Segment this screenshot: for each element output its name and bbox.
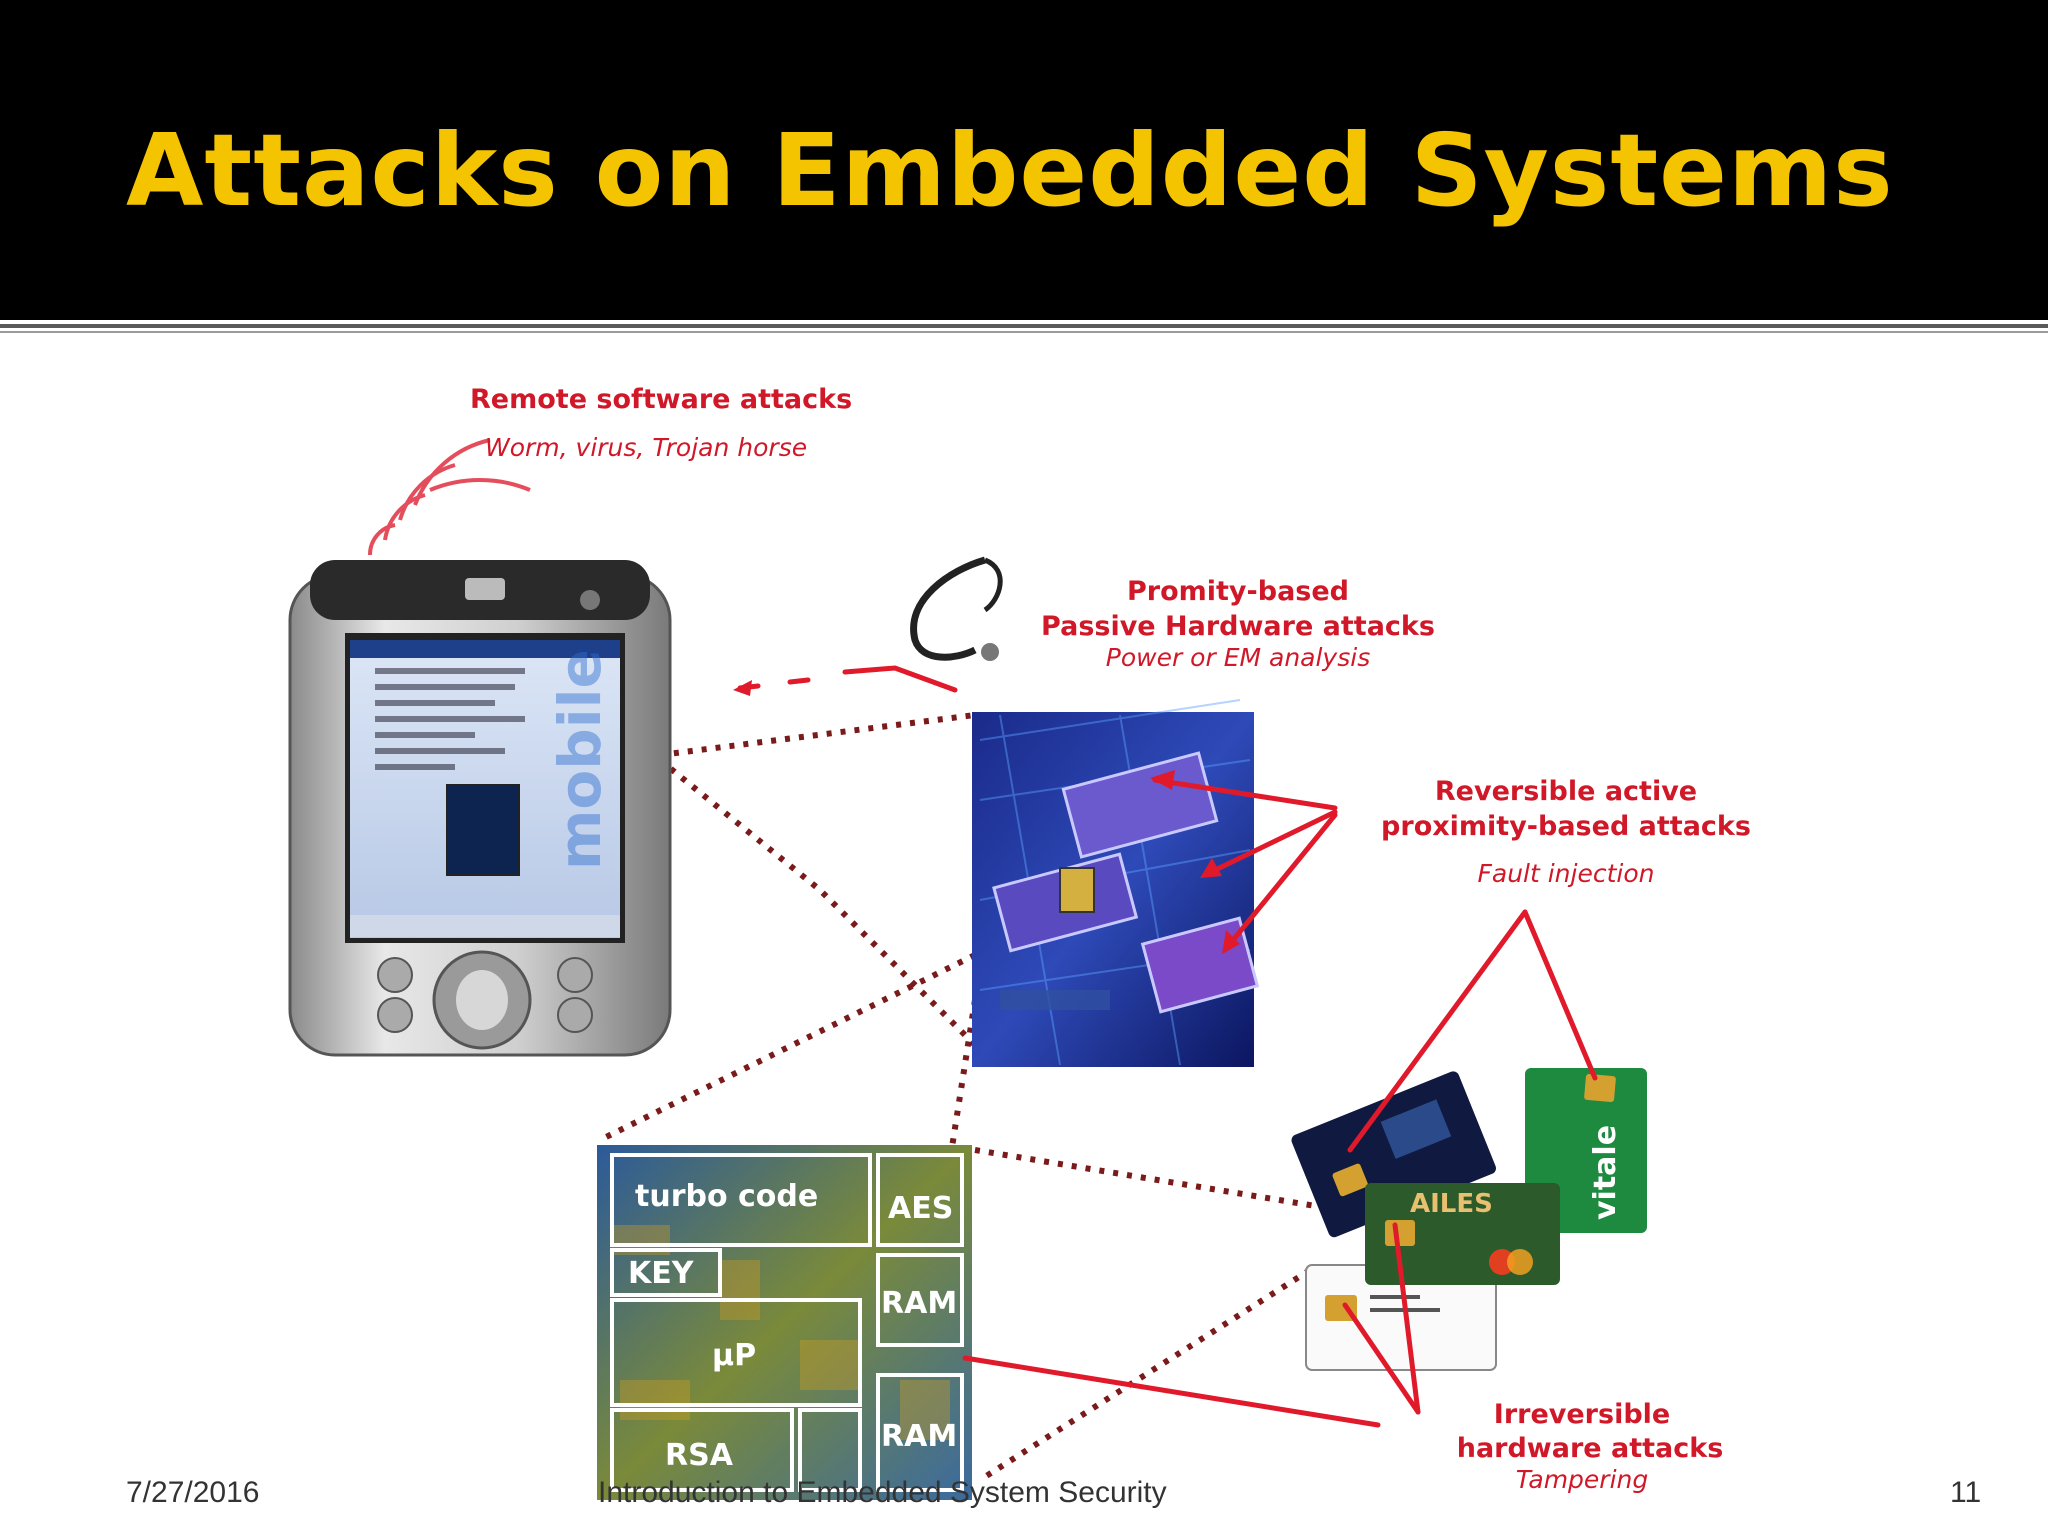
footer-date: 7/27/2016 bbox=[126, 1476, 260, 1509]
chip-block-up: µP bbox=[712, 1338, 756, 1373]
chip-block-ram-2: RAM bbox=[881, 1419, 957, 1454]
chip-block-rsa: RSA bbox=[665, 1438, 734, 1473]
irreversible-attacks-subtitle: Tampering bbox=[1516, 1465, 1649, 1494]
chip-die-image bbox=[597, 1145, 972, 1500]
wireless-signal-icon bbox=[367, 438, 531, 556]
reversible-attacks-line1: Reversible active bbox=[1435, 776, 1697, 807]
smart-cards-image: vitale AILES bbox=[1291, 1068, 1647, 1371]
passive-attacks-subtitle: Power or EM analysis bbox=[1106, 643, 1370, 672]
chip-block-turbo-code: turbo code bbox=[635, 1179, 818, 1214]
title-divider-thin bbox=[0, 331, 2048, 333]
remote-attacks-subtitle: Worm, virus, Trojan horse bbox=[485, 433, 807, 462]
passive-attacks-line2: Passive Hardware attacks bbox=[1041, 611, 1435, 642]
remote-attacks-title: Remote software attacks bbox=[470, 384, 852, 415]
card-text-ailes: AILES bbox=[1410, 1189, 1493, 1219]
slide-number: 11 bbox=[1950, 1476, 1982, 1509]
title-bar bbox=[0, 0, 2048, 320]
stethoscope-icon bbox=[910, 556, 1003, 661]
irreversible-attacks-line1: Irreversible bbox=[1494, 1399, 1670, 1430]
card-text-vitale: vitale bbox=[1588, 1125, 1623, 1220]
attack-arrows bbox=[737, 665, 1598, 1428]
chip-block-aes: AES bbox=[888, 1191, 953, 1226]
reversible-attacks-line2: proximity-based attacks bbox=[1381, 811, 1751, 842]
svg-text:mobile: mobile bbox=[546, 649, 614, 870]
title-divider bbox=[0, 324, 2048, 328]
footer-title: Introduction to Embedded System Security bbox=[598, 1476, 1167, 1509]
chip-block-ram-1: RAM bbox=[881, 1286, 957, 1321]
reversible-attacks-subtitle: Fault injection bbox=[1478, 859, 1655, 888]
chip-block-key: KEY bbox=[628, 1256, 695, 1291]
irreversible-attacks-line2: hardware attacks bbox=[1457, 1433, 1724, 1464]
pda-device-image: mobile bbox=[288, 560, 672, 1057]
slide-title: Attacks on Embedded Systems bbox=[126, 112, 1894, 229]
circuit-board-image bbox=[972, 699, 1260, 1067]
arrowheads bbox=[733, 680, 1240, 954]
passive-attacks-line1: Promity-based bbox=[1127, 576, 1349, 607]
